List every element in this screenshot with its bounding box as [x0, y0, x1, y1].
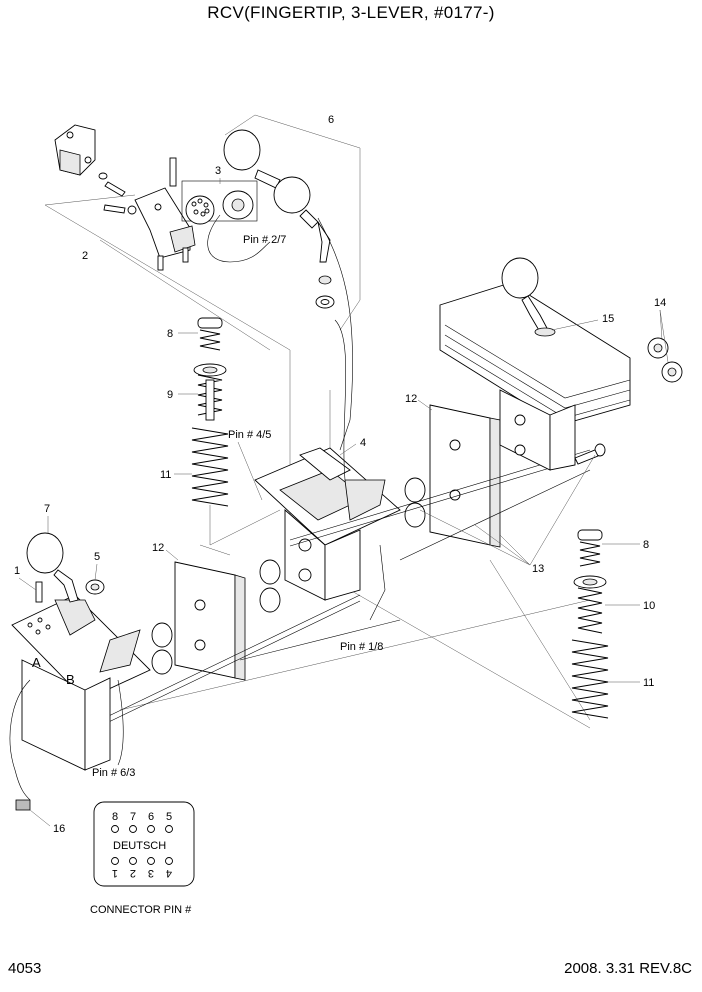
connector-top-pin-5: 5: [166, 811, 172, 823]
callout-11-left: 11: [160, 469, 171, 481]
callout-10: 10: [643, 600, 655, 612]
connector-bottom-pin-3: 3: [148, 867, 154, 879]
callout-3: 3: [215, 165, 221, 177]
center-rcv-block: [254, 319, 401, 621]
callout-12-left: 12: [152, 542, 164, 554]
knob-top: [223, 129, 353, 451]
callout-9: 9: [167, 389, 173, 401]
connector-top-pin-6: 6: [148, 811, 154, 823]
connector-bottom-pin-2: 2: [130, 867, 136, 879]
spacer-block-left: [89, 559, 401, 732]
pin-label-4-5: Pin # 4/5: [228, 429, 271, 441]
pin-label-6-3: Pin # 6/3: [92, 767, 135, 779]
spring-stack-left: [191, 317, 229, 507]
callout-16: 16: [53, 823, 65, 835]
callout-14: 14: [654, 297, 666, 309]
callout-7: 7: [44, 503, 50, 515]
spring-stack-right: [571, 529, 609, 719]
connector-assembly: [181, 180, 271, 263]
callout-15: 15: [602, 313, 614, 325]
callout-11-right: 11: [643, 677, 654, 689]
page-number: 4053: [8, 960, 42, 977]
fitting-pair: [647, 337, 683, 383]
part-callouts: 3 6 2 8 9 11 4 12 15 14 7 5 1 12 13 8 10…: [14, 114, 666, 835]
callout-2: 2: [82, 250, 88, 262]
mount-plate: [134, 157, 196, 271]
callout-13: 13: [532, 563, 544, 575]
connector-top-pin-8: 8: [112, 811, 118, 823]
connector-name: DEUTSCH: [113, 840, 166, 852]
right-boot-lever: [439, 257, 631, 471]
callout-1: 1: [14, 565, 20, 577]
connector-bottom-pin-4: 4: [166, 867, 172, 879]
left-rcv-block: [9, 532, 151, 811]
block-letter-b: B: [66, 672, 75, 687]
callout-8-left: 8: [167, 328, 173, 340]
connector-top-pin-7: 7: [130, 811, 136, 823]
pin-label-1-8: Pin # 1/8: [340, 641, 383, 653]
callout-12-center: 12: [405, 393, 417, 405]
callout-5: 5: [94, 551, 100, 563]
callout-leaders: [18, 178, 669, 827]
callout-6: 6: [328, 114, 334, 126]
connector-bottom-pin-1: 1: [112, 867, 118, 879]
bracket-clamp: [54, 124, 137, 215]
callout-8-right: 8: [643, 539, 649, 551]
diagram-title: RCV(FINGERTIP, 3-LEVER, #0177-): [207, 3, 495, 22]
callout-4: 4: [360, 437, 366, 449]
pin-label-2-7: Pin # 2/7: [243, 234, 286, 246]
spacer-block-center: [289, 404, 591, 561]
block-letter-a: A: [32, 655, 41, 670]
date-revision: 2008. 3.31 REV.8C: [564, 960, 692, 977]
connector-pin-diagram: 8 7 6 5 DEUTSCH 1 2 3 4 CONNECTOR PIN #: [90, 801, 195, 916]
connector-caption: CONNECTOR PIN #: [90, 904, 192, 916]
